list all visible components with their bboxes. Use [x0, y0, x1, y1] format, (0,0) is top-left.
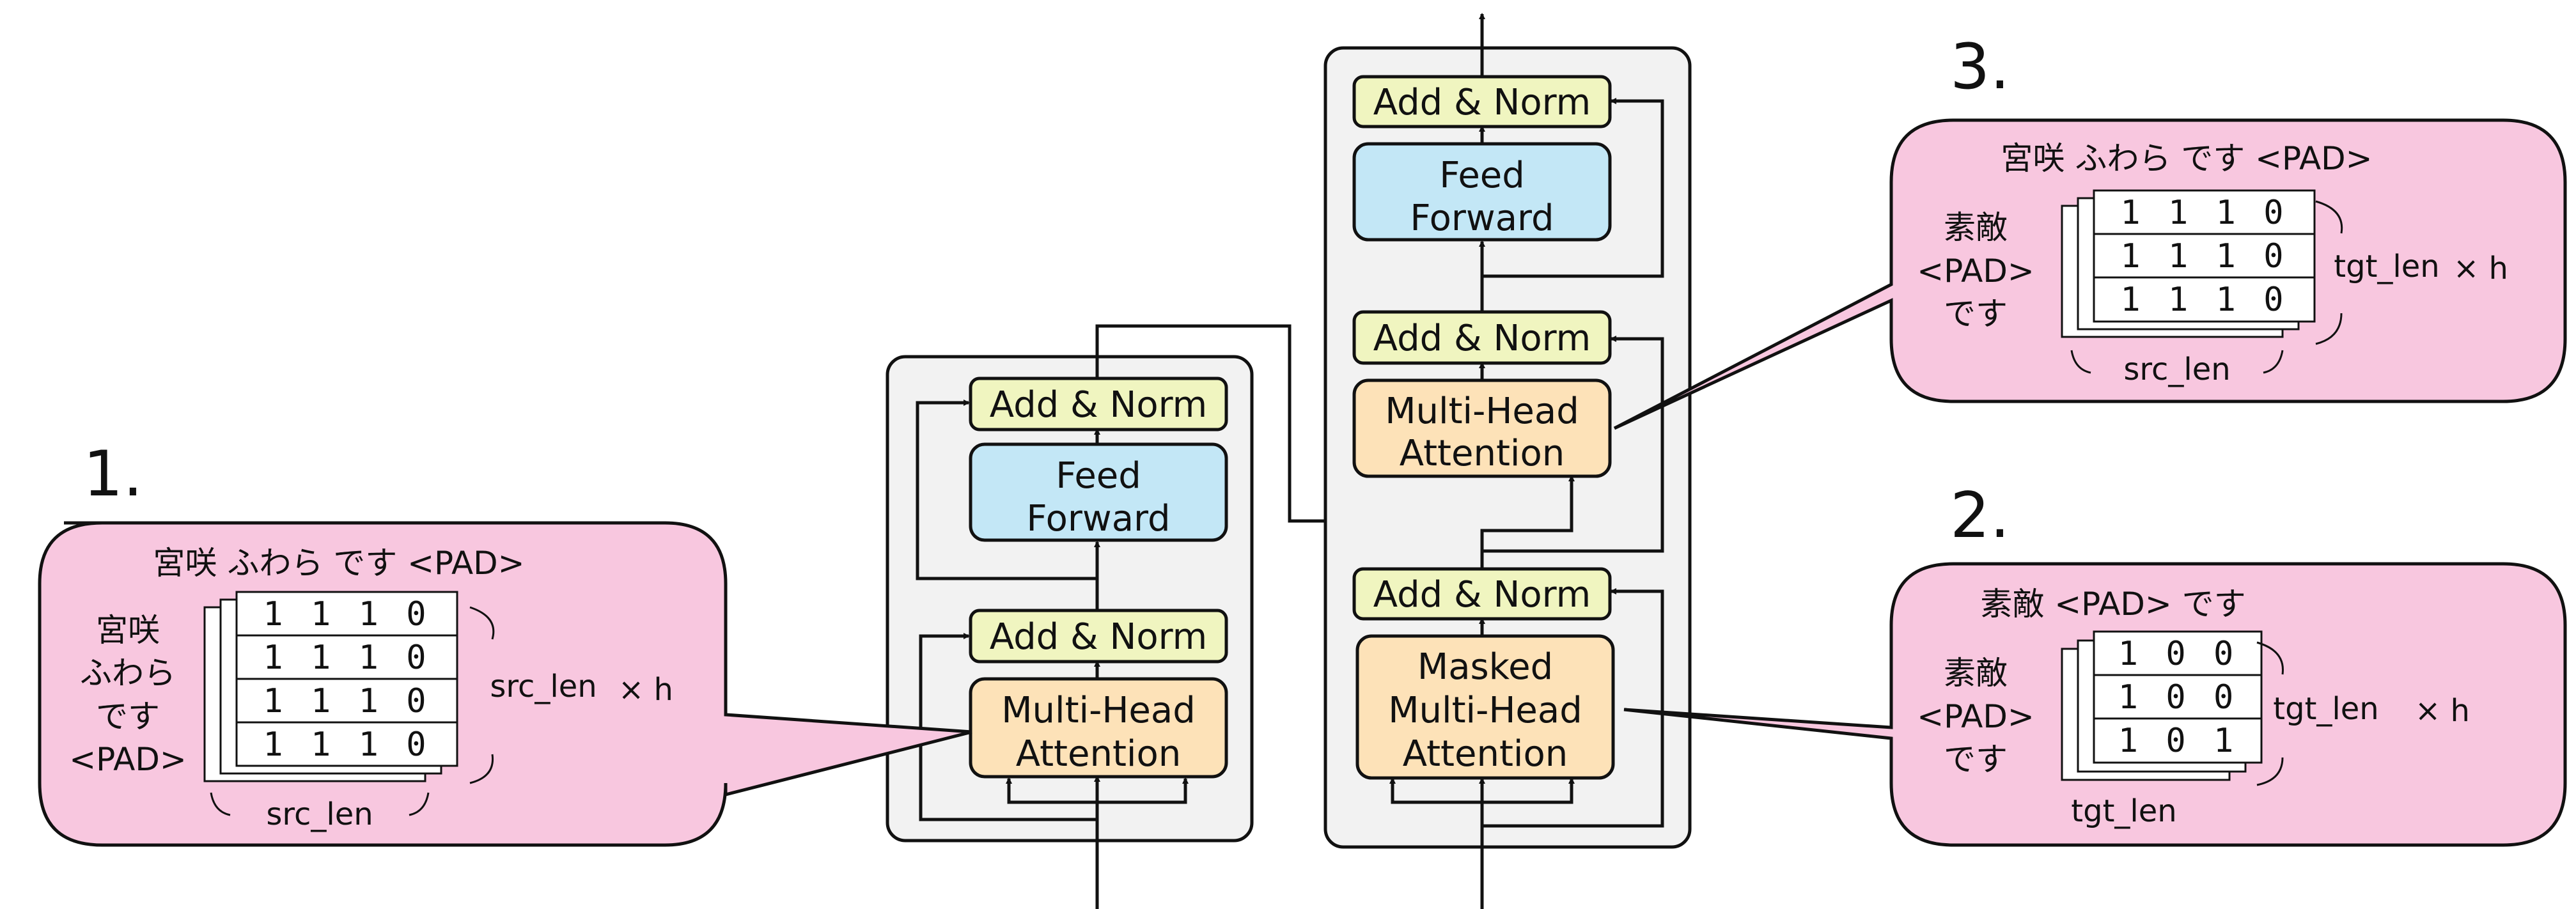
- svg-text:Add & Norm: Add & Norm: [990, 384, 1207, 426]
- callout3-mask-row: 1 1 1 0: [2120, 281, 2287, 319]
- decoder-block: Add & Norm Feed Forward Add & Norm Multi…: [1323, 13, 1692, 909]
- callout1-times-h: × h: [618, 672, 673, 708]
- encoder-block: Add & Norm Feed Forward Add & Norm Multi…: [886, 324, 1485, 909]
- decoder-add-norm-top: [1352, 75, 1612, 128]
- callout1-row-label: ふわら: [80, 655, 176, 692]
- callout1-columns-label: 宮咲 ふわら です <PAD>: [153, 545, 524, 582]
- callout3-row-label: 素敵: [1944, 209, 2008, 246]
- svg-text:Add & Norm: Add & Norm: [1373, 82, 1591, 123]
- callout3-row-label: <PAD>: [1917, 252, 2034, 290]
- svg-text:Feed: Feed: [1056, 455, 1141, 497]
- callout1-mask-row: 1 1 1 0: [263, 682, 430, 720]
- callout3-mask-row: 1 1 1 0: [2120, 194, 2287, 232]
- decoder-add-norm-mid: [1352, 310, 1612, 365]
- callout-decoder-cross-mask: 宮咲 ふわら です <PAD> 素敵 <PAD> です 1 1 1 0 1 1 …: [1613, 118, 2567, 430]
- callout2-height-label: tgt_len: [2273, 691, 2378, 727]
- svg-text:Multi-Head: Multi-Head: [1388, 690, 1582, 731]
- svg-text:Feed: Feed: [1439, 155, 1525, 196]
- svg-text:Multi-Head: Multi-Head: [1385, 391, 1579, 432]
- decoder-add-norm-bottom: [1352, 567, 1612, 621]
- callout2-row-label: <PAD>: [1917, 698, 2034, 735]
- callout-encoder-mask: 宮咲 ふわら です <PAD> 宮咲 ふわら です <PAD> 1 1 1 0 …: [38, 521, 972, 847]
- callout2-width-label: tgt_len: [2071, 793, 2176, 829]
- callout1-row-label: 宮咲: [96, 612, 160, 649]
- callout1-width-label: src_len: [266, 796, 373, 832]
- callout3-width-label: src_len: [2123, 352, 2230, 387]
- decoder-cross-attention: [1352, 378, 1612, 478]
- callout1-mask-row: 1 1 1 0: [263, 595, 430, 633]
- svg-text:Attention: Attention: [1016, 733, 1181, 775]
- callout3-mask-row: 1 1 1 0: [2120, 237, 2287, 276]
- callout2-times-h: × h: [2415, 693, 2470, 729]
- callout2-row-label: です: [1944, 741, 2008, 778]
- callout2-columns-label: 素敵 <PAD> です: [1980, 586, 2245, 623]
- step-number-1: 1.: [83, 438, 143, 511]
- callout3-row-label: です: [1944, 295, 2008, 332]
- callout2-mask-row: 1 0 1: [2118, 722, 2238, 760]
- encoder-add-norm-bottom: [969, 609, 1228, 664]
- callout2-mask-row: 1 0 0: [2118, 635, 2238, 673]
- callout1-height-label: src_len: [490, 669, 597, 704]
- svg-text:Masked: Masked: [1417, 646, 1553, 688]
- step-number-2: 2.: [1950, 479, 2010, 552]
- callout2-mask-row: 1 0 0: [2118, 678, 2238, 717]
- encoder-add-norm-top: [969, 377, 1228, 431]
- callout3-times-h: × h: [2453, 251, 2508, 286]
- decoder-feed-forward: [1352, 142, 1612, 242]
- svg-text:Forward: Forward: [1410, 198, 1554, 239]
- callout1-row-label: <PAD>: [69, 741, 186, 778]
- decoder-masked-attention: [1355, 634, 1615, 780]
- step-number-3: 3.: [1950, 31, 2010, 104]
- callout1-mask-row: 1 1 1 0: [263, 639, 430, 677]
- svg-text:Add & Norm: Add & Norm: [1373, 318, 1591, 359]
- encoder-feed-forward: [969, 442, 1228, 542]
- svg-text:Forward: Forward: [1026, 498, 1170, 540]
- svg-text:Attention: Attention: [1403, 733, 1568, 775]
- callout2-row-label: 素敵: [1944, 655, 2008, 692]
- callout3-height-label: tgt_len: [2334, 249, 2439, 284]
- encoder-multi-head-attention: [969, 677, 1228, 779]
- svg-text:Add & Norm: Add & Norm: [1373, 574, 1591, 616]
- callout1-row-label: です: [96, 698, 160, 735]
- callout-decoder-self-mask: 素敵 <PAD> です 素敵 <PAD> です 1 0 0 1 0 0 1 0 …: [1623, 562, 2567, 847]
- svg-text:Multi-Head: Multi-Head: [1001, 690, 1196, 731]
- svg-text:Attention: Attention: [1400, 433, 1565, 474]
- callout1-mask-row: 1 1 1 0: [263, 726, 430, 764]
- callout3-columns-label: 宮咲 ふわら です <PAD>: [2001, 140, 2372, 177]
- svg-text:Add & Norm: Add & Norm: [990, 616, 1207, 658]
